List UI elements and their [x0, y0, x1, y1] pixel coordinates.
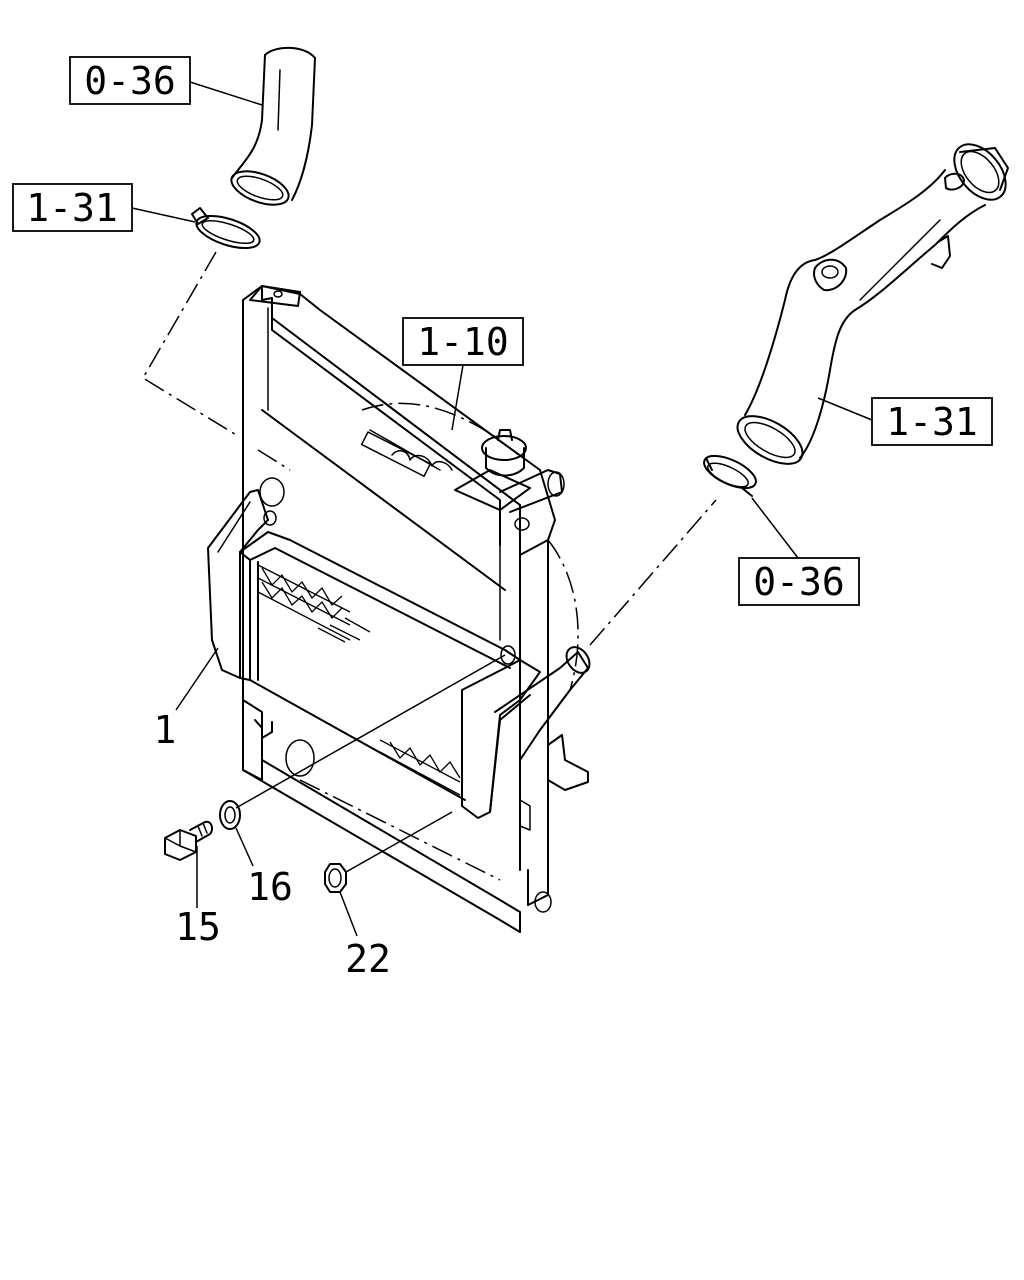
ref-label-radiator: 1-10 — [417, 320, 509, 364]
callout-part-16: 16 — [247, 865, 293, 909]
ref-box-hose-top[interactable]: 0-36 — [69, 56, 191, 105]
intercooler[interactable] — [207, 477, 594, 819]
ref-label-hose-top: 0-36 — [84, 59, 176, 103]
ref-box-hose-right[interactable]: 0-36 — [738, 557, 860, 606]
radiator[interactable] — [242, 285, 589, 933]
ref-box-radiator[interactable]: 1-10 — [402, 317, 524, 366]
nut-22[interactable] — [324, 863, 347, 893]
washer-16[interactable] — [219, 800, 241, 830]
ref-label-hose-right: 0-36 — [753, 560, 845, 604]
upper-hose[interactable] — [227, 46, 316, 212]
upper-clamp[interactable] — [191, 207, 263, 255]
right-hose[interactable] — [700, 449, 761, 497]
callout-part-15: 15 — [175, 905, 221, 949]
ref-label-pipe-right: 1-31 — [886, 400, 978, 444]
bolt-15[interactable] — [164, 820, 214, 861]
callout-part-22: 22 — [345, 937, 391, 981]
callout-part-1: 1 — [154, 708, 177, 752]
right-pipe[interactable] — [730, 135, 1016, 474]
ref-box-clamp-top[interactable]: 1-31 — [12, 183, 133, 232]
intercooler-fins — [257, 564, 461, 796]
ref-label-clamp-top: 1-31 — [26, 186, 118, 230]
ref-box-pipe-right[interactable]: 1-31 — [871, 397, 993, 446]
